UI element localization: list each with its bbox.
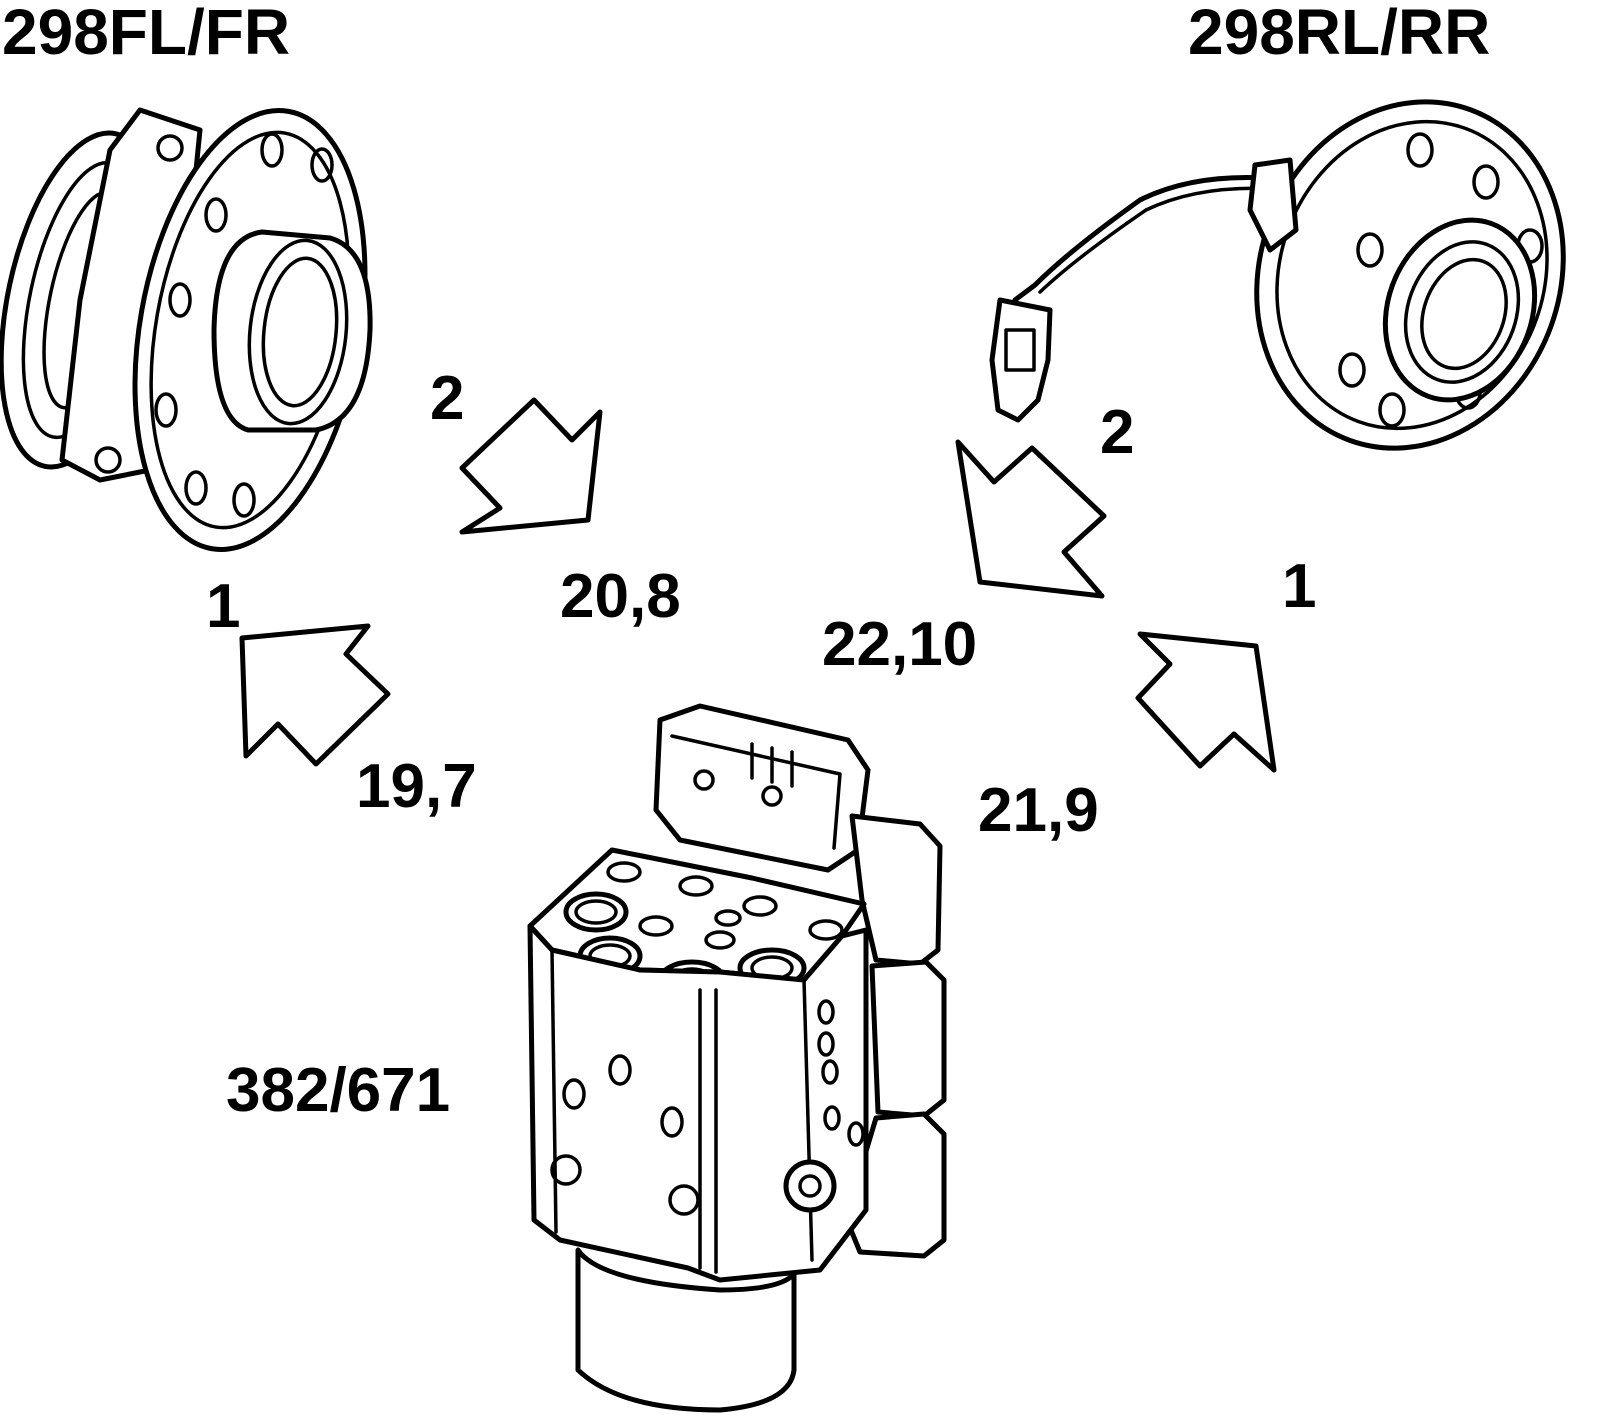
front-arrow-1-icon (239, 623, 391, 767)
rear-arrow-1-icon (1135, 631, 1277, 773)
abs-unit-label: 382/671 (226, 1056, 451, 1125)
rear-hub-label: 298RL/RR (1188, 0, 1491, 68)
front-arrow-1-label: 1 (206, 572, 241, 641)
rear-pin-21-9-label: 21,9 (978, 776, 1099, 845)
rear-pin-22-10-label: 22,10 (822, 610, 978, 679)
front-pin-20-8-label: 20,8 (560, 562, 681, 631)
rear-wheel-hub (989, 99, 1566, 451)
rear-arrow-1-label: 1 (1282, 552, 1317, 621)
front-arrow-2-label: 2 (430, 364, 465, 433)
rear-arrow-2-icon (955, 439, 1107, 599)
abs-hydraulic-unit (527, 703, 947, 1413)
front-arrow-2-icon (459, 397, 603, 535)
rear-arrow-2-label: 2 (1100, 398, 1135, 467)
front-hub-label: 298FL/FR (2, 0, 291, 68)
front-pin-19-7-label: 19,7 (356, 752, 477, 821)
front-wheel-hub (0, 107, 373, 552)
